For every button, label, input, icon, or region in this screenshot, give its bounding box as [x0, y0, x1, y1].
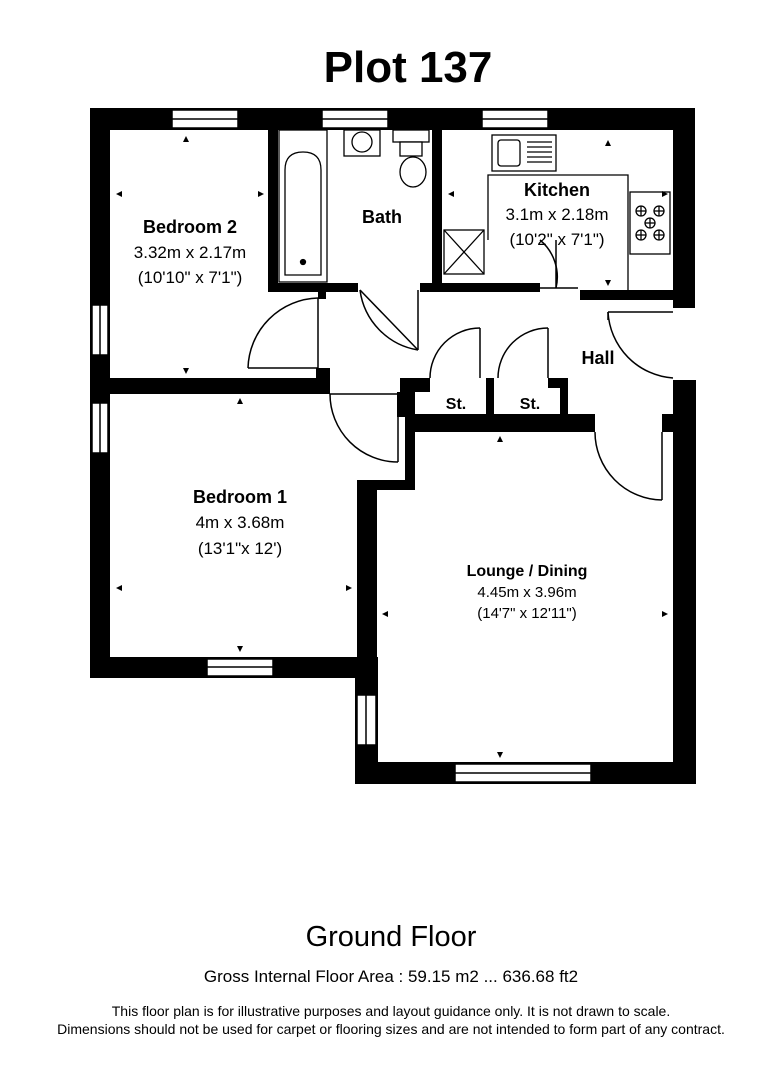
wall-bed2-bath [268, 128, 278, 288]
plan-title: Plot 137 [324, 43, 493, 92]
arrow-marker [237, 646, 243, 652]
door-bath [359, 289, 419, 351]
room-metric-lounge: 4.45m x 3.96m [477, 584, 576, 601]
wall-lounge-left [357, 480, 377, 680]
room-name-kitchen: Kitchen [524, 180, 590, 200]
dimension-arrows [116, 136, 668, 758]
arrow-marker [116, 191, 122, 197]
floor-label: Ground Floor [306, 921, 477, 953]
room-metric-kitchen: 3.1m x 2.18m [506, 205, 609, 224]
room-imperial-lounge: (14'7" x 12'11") [477, 605, 577, 622]
room-imperial-kitchen: (10'2" x 7'1") [509, 230, 604, 249]
wall-bath-bottom [268, 283, 358, 292]
arrow-marker [497, 436, 503, 442]
arrow-marker [662, 191, 668, 197]
arrow-marker [258, 191, 264, 197]
window-bedroom1-bottom [206, 658, 274, 677]
room-imperial-bedroom1: (13'1"x 12') [198, 539, 282, 558]
room-name-store1: St. [446, 396, 466, 413]
wall-bath-kitchen [432, 128, 442, 284]
arrow-marker [448, 191, 454, 197]
floor-area: Gross Internal Floor Area : 59.15 m2 ...… [204, 967, 578, 986]
disclaimer-line2: Dimensions should not be used for carpet… [57, 1021, 725, 1037]
windows [91, 109, 592, 783]
room-metric-bedroom2: 3.32m x 2.17m [134, 243, 246, 262]
window-bedroom1-left [91, 402, 109, 454]
window-lounge-bottom [454, 763, 592, 783]
wall-store-bottom-right [662, 414, 692, 432]
kitchen-sink-icon [491, 134, 557, 172]
wall-store-top [400, 378, 430, 392]
window-bath-top [321, 109, 389, 129]
room-imperial-bedroom2: (10'10" x 7'1") [138, 268, 243, 287]
wall-left-lower [90, 388, 110, 678]
wall-store-bottom [405, 414, 595, 432]
room-name-bedroom1: Bedroom 1 [193, 487, 287, 507]
arrow-marker [497, 752, 503, 758]
wall-corridor-jog [405, 392, 415, 482]
bathtub-icon [278, 129, 328, 283]
room-name-bedroom2: Bedroom 2 [143, 217, 237, 237]
arrow-marker [605, 280, 611, 286]
arrow-marker [237, 398, 243, 404]
room-name-store2: St. [520, 396, 540, 413]
hob-icon [629, 191, 671, 255]
door-bedroom2 [247, 297, 319, 370]
door-store1 [429, 327, 481, 379]
wall-bath-bottom-stub [318, 283, 326, 299]
arrow-marker [605, 140, 611, 146]
wall-right-lower [673, 380, 696, 784]
sink-icon [343, 129, 381, 157]
toilet-icon [392, 129, 430, 188]
room-name-hall: Hall [581, 348, 614, 368]
room-name-lounge: Lounge / Dining [467, 563, 588, 580]
window-kitchen-top [481, 109, 549, 129]
arrow-marker [382, 611, 388, 617]
room-metric-bedroom1: 4m x 3.68m [196, 513, 285, 532]
wall-kitchen-bottom [580, 290, 695, 300]
window-bedroom2-top [171, 109, 239, 129]
wall-lounge-left-jog [357, 480, 415, 490]
arrow-marker [662, 611, 668, 617]
door-bedroom1 [329, 393, 399, 463]
wall-bedroom2-bottom [90, 378, 330, 394]
window-bedroom2-left [91, 304, 109, 356]
door-hall-entrance [607, 311, 674, 379]
arrow-marker [116, 585, 122, 591]
wall-store-right-stub [548, 378, 568, 388]
fixtures [278, 129, 671, 290]
wall-right-upper [673, 108, 695, 308]
cupboard-icon [443, 229, 485, 275]
disclaimer-line1: This floor plan is for illustrative purp… [112, 1003, 670, 1019]
worktop [487, 174, 629, 290]
wall-store-mid [486, 378, 494, 414]
wall-bedroom2-bottom-stub [316, 368, 330, 394]
arrow-marker [346, 585, 352, 591]
window-lounge-left [356, 694, 377, 746]
door-kitchen [539, 239, 578, 289]
door-lounge [594, 431, 663, 501]
arrow-marker [183, 368, 189, 374]
room-name-bath: Bath [362, 207, 402, 227]
wall-corridor-left [397, 392, 407, 417]
doors [247, 239, 674, 501]
wall-store-right [560, 378, 568, 414]
wall-kitchen-bottom-left [420, 283, 540, 292]
door-store2 [497, 327, 549, 379]
arrow-marker [183, 136, 189, 142]
